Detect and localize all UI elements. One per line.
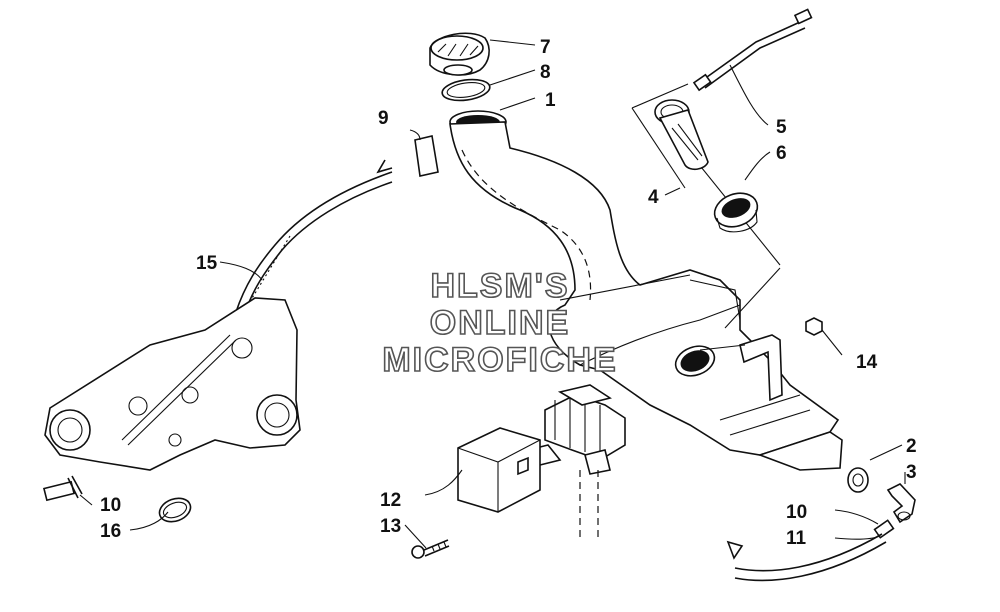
- grommet-6: [713, 192, 759, 233]
- callout-12: 12: [380, 490, 401, 511]
- grommet-2: [847, 467, 869, 493]
- fuel-tank-1: [449, 110, 843, 471]
- callout-6: 6: [776, 143, 787, 164]
- callout-10-left: 10: [100, 495, 121, 516]
- fuel-hose-11: [726, 533, 887, 582]
- fuel-valve-block: [526, 384, 626, 540]
- tank-bracket: [699, 334, 783, 402]
- callout-3: 3: [906, 462, 917, 483]
- cover-12: [457, 427, 541, 513]
- callout-4: 4: [648, 187, 659, 208]
- fitting-10-left: [42, 475, 83, 502]
- mounting-plate: [44, 297, 301, 471]
- callout-2: 2: [906, 436, 917, 457]
- callout-1: 1: [545, 90, 556, 111]
- callout-15: 15: [196, 253, 218, 274]
- callout-8: 8: [540, 62, 551, 83]
- elbow-fitting-3: [886, 483, 916, 524]
- callout-14: 14: [856, 352, 878, 373]
- screw-13: [411, 539, 450, 559]
- callout-16: 16: [100, 521, 121, 542]
- sender-unit-5: [654, 8, 813, 171]
- watermark-line-1: HLSM'S: [430, 267, 569, 305]
- nut-14: [805, 317, 823, 336]
- callout-5: 5: [776, 117, 787, 138]
- leader-lines: [79, 39, 906, 549]
- hose-clamp-16: [158, 497, 192, 523]
- callout-7: 7: [540, 37, 551, 58]
- gasket-8: [441, 78, 491, 102]
- callout-labels: 1 2 3 4 5 6 7 8 9 10 10 11 12 13 14 15 1…: [100, 37, 917, 549]
- filler-cap-7: [429, 32, 490, 76]
- callout-10-right: 10: [786, 502, 807, 523]
- clip-9: [414, 135, 439, 177]
- watermark: HLSM'S ONLINE MICROFICHE: [382, 266, 617, 380]
- watermark-line-2: ONLINE: [430, 304, 570, 342]
- callout-9: 9: [378, 108, 389, 129]
- callout-13: 13: [380, 516, 401, 537]
- fitting-10-right: [873, 519, 895, 539]
- callout-11: 11: [786, 528, 807, 549]
- watermark-line-3: MICROFICHE: [382, 341, 617, 379]
